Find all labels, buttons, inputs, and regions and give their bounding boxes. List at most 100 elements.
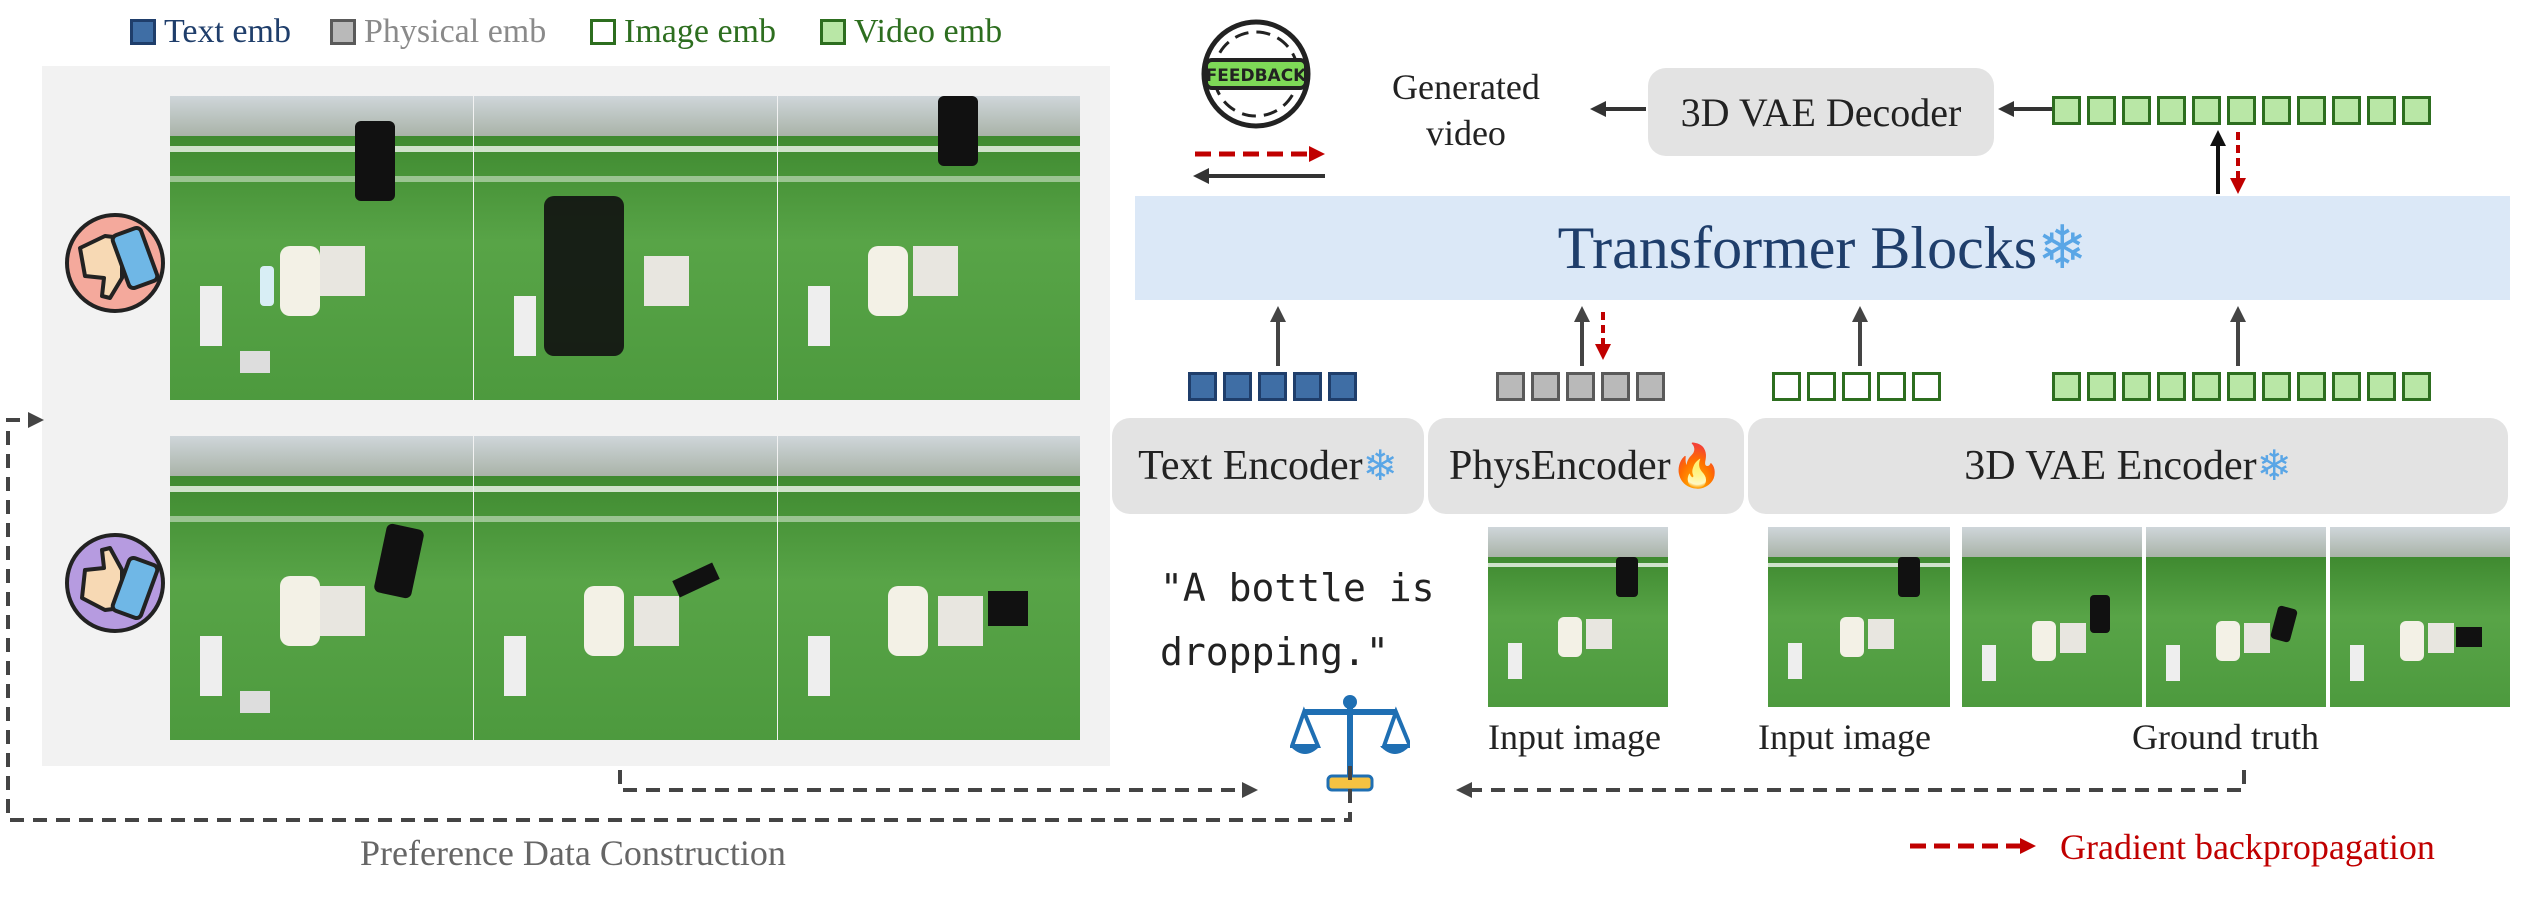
feedback-badge-icon: FEEDBACK — [1201, 19, 1311, 129]
physical-emb-swatch — [330, 19, 356, 45]
text-token — [1258, 372, 1287, 401]
legend-video-emb: Video emb — [820, 12, 1002, 52]
video-token — [2052, 372, 2081, 401]
video-frame — [474, 436, 777, 740]
output-video-tokens — [2052, 96, 2431, 125]
snowflake-icon: ❄ — [2256, 444, 2292, 490]
video-token — [2402, 96, 2431, 125]
feedback-badge-label: FEEDBACK — [1206, 66, 1308, 86]
prompt-text: "A bottle is dropping." — [1160, 556, 1435, 684]
legend-label: Text emb — [164, 13, 291, 50]
text-token — [1293, 372, 1322, 401]
vae-decoder-box: 3D VAE Decoder — [1648, 68, 1994, 156]
physical-tokens — [1496, 372, 1665, 401]
vae-encoder-box: 3D VAE Encoder❄ — [1748, 418, 2508, 514]
text-token — [1188, 372, 1217, 401]
feedback-arrows — [1193, 146, 1325, 184]
text-encoder-box: Text Encoder❄ — [1112, 418, 1424, 514]
ground-truth-frame — [1962, 527, 2142, 707]
video-token — [2052, 96, 2081, 125]
thumbs-down-icon — [65, 213, 165, 313]
generated-video-label: Generated video — [1392, 64, 1540, 156]
image-emb-swatch — [590, 19, 616, 45]
prompt-line1: "A bottle is — [1160, 566, 1435, 610]
video-token — [2087, 372, 2116, 401]
image-token — [1912, 372, 1941, 401]
video-emb-swatch — [820, 19, 846, 45]
ground-truth-frame — [2146, 527, 2326, 707]
video-token — [2192, 96, 2221, 125]
ground-truth-frame — [2330, 527, 2510, 707]
balance-scale-icon — [1290, 695, 1410, 792]
transformer-blocks: Transformer Blocks❄ — [1135, 196, 2510, 300]
text-token — [1223, 372, 1252, 401]
legend-image-emb: Image emb — [590, 12, 776, 52]
arrow-to-decoder — [1998, 101, 2054, 117]
video-frame — [170, 436, 473, 740]
video-token — [2157, 96, 2186, 125]
legend-text-emb: Text emb — [130, 12, 291, 52]
vae-encoder-label: 3D VAE Encoder — [1964, 443, 2257, 489]
transformer-label: Transformer Blocks — [1557, 214, 2038, 281]
physical-token — [1601, 372, 1630, 401]
video-token — [2122, 96, 2151, 125]
legend-label: Physical emb — [364, 13, 547, 50]
video-token — [2262, 96, 2291, 125]
input-video-tokens — [2052, 372, 2431, 401]
video-token — [2332, 372, 2361, 401]
text-token — [1328, 372, 1357, 401]
text-tokens — [1188, 372, 1357, 401]
video-token — [2227, 96, 2256, 125]
video-frame — [778, 96, 1080, 400]
physical-token — [1566, 372, 1595, 401]
physical-token — [1636, 372, 1665, 401]
image-token — [1842, 372, 1871, 401]
thumbs-up-icon — [65, 533, 165, 633]
video-token — [2262, 372, 2291, 401]
preference-caption: Preference Data Construction — [360, 833, 786, 873]
ground-truth-caption: Ground truth — [2132, 717, 2319, 757]
video-frame — [474, 96, 777, 400]
generated-video-line2: video — [1425, 113, 1506, 153]
legend-physical-emb: Physical emb — [330, 12, 546, 52]
video-frame — [170, 96, 473, 400]
video-token — [2087, 96, 2116, 125]
video-token — [2157, 372, 2186, 401]
fire-icon: 🔥 — [1670, 443, 1723, 490]
image-tokens — [1772, 372, 1941, 401]
image-token — [1807, 372, 1836, 401]
video-token — [2367, 372, 2396, 401]
video-token — [2332, 96, 2361, 125]
legend-label: Image emb — [624, 13, 776, 50]
prompt-line2: dropping." — [1160, 630, 1389, 674]
video-token — [2192, 372, 2221, 401]
snowflake-icon: ❄ — [1362, 444, 1398, 490]
gradient-legend-label: Gradient backpropagation — [2060, 827, 2435, 867]
video-token — [2297, 96, 2326, 125]
phys-encoder-box: PhysEncoder🔥 — [1428, 418, 1744, 514]
phys-input-caption: Input image — [1488, 717, 1661, 757]
rejected-video-strip — [170, 96, 1080, 400]
preferred-video-strip — [170, 436, 1080, 740]
text-encoder-label: Text Encoder — [1138, 443, 1363, 489]
physical-token — [1531, 372, 1560, 401]
phys-encoder-label: PhysEncoder — [1449, 443, 1671, 489]
video-token — [2402, 372, 2431, 401]
video-token — [2367, 96, 2396, 125]
legend-label: Video emb — [854, 13, 1003, 50]
token-to-transformer-arrows — [1270, 306, 2246, 366]
image-token — [1772, 372, 1801, 401]
text-emb-swatch — [130, 19, 156, 45]
transformer-output-arrows — [2210, 130, 2246, 194]
video-token — [2227, 372, 2256, 401]
phys-input-image — [1488, 527, 1668, 707]
ground-truth-strip — [1962, 527, 2510, 707]
video-token — [2297, 372, 2326, 401]
arrow-to-generated-video — [1590, 101, 1646, 117]
snowflake-icon: ❄ — [2037, 215, 2088, 281]
vae-input-image — [1768, 527, 1950, 707]
image-token — [1877, 372, 1906, 401]
video-token — [2122, 372, 2151, 401]
physical-token — [1496, 372, 1525, 401]
